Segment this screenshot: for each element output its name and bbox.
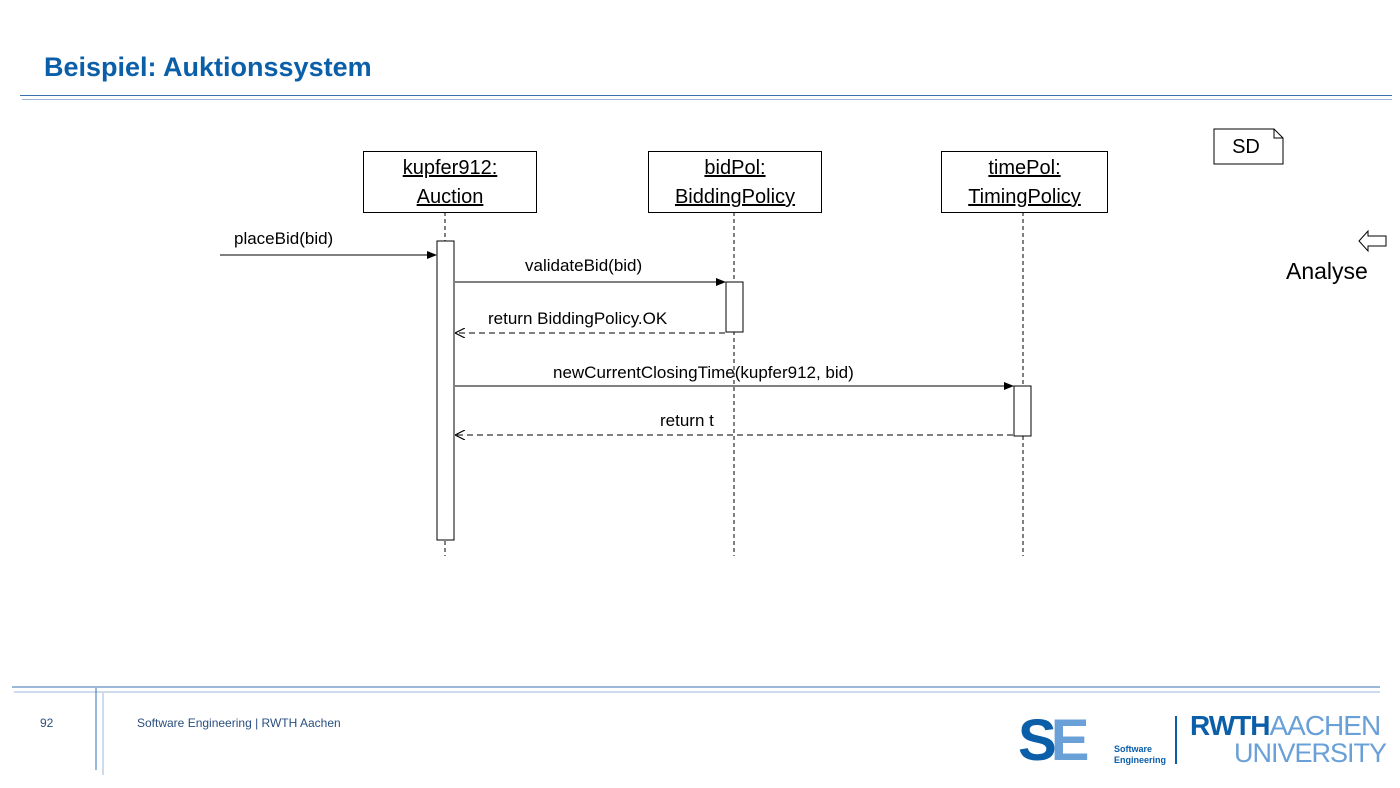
rwth-logo-part2: AACHEN <box>1269 710 1381 741</box>
title-rule-secondary <box>22 99 1392 100</box>
rwth-logo-university: UNIVERSITY <box>1234 738 1387 768</box>
activation-auction <box>436 240 455 541</box>
se-logo-sub-2: Engineering <box>1114 755 1167 765</box>
se-logo-subtitle: Software Engineering <box>1114 744 1166 766</box>
message-place-bid: placeBid(bid) <box>234 229 334 248</box>
se-logo-sub-1: Software <box>1114 744 1153 754</box>
rwth-logo-part1: RWTH <box>1190 710 1270 741</box>
title-rule <box>20 95 1392 96</box>
lifeline-bidding-policy-class: BiddingPolicy <box>674 186 796 208</box>
rwth-logo: RWTHAACHEN <box>1190 710 1381 741</box>
lifeline-timing-policy-class: TimingPolicy <box>968 186 1081 208</box>
sd-tag-shape <box>1213 128 1284 165</box>
lifeline-head-bidding-policy: bidPol: BiddingPolicy <box>648 151 822 213</box>
se-logo: SE <box>1018 712 1089 770</box>
se-logo-letters: SE <box>1018 708 1089 773</box>
message-return-ok: return BiddingPolicy.OK <box>488 309 668 328</box>
page-number: 92 <box>40 716 54 730</box>
footer-text: Software Engineering | RWTH Aachen <box>137 716 341 730</box>
activation-bidding-policy <box>725 281 744 333</box>
lifeline-auction-class: Auction <box>416 186 484 208</box>
slide-title: Beispiel: Auktionssystem <box>44 52 372 82</box>
activation-timing-policy <box>1013 385 1032 437</box>
phase-label: Analyse <box>1286 258 1368 284</box>
lifeline-head-timing-policy: timePol: TimingPolicy <box>941 151 1108 213</box>
lifeline-auction-object: kupfer912: <box>402 157 498 179</box>
logo-divider <box>1175 716 1177 764</box>
message-validate-bid: validateBid(bid) <box>525 256 643 275</box>
lifeline-head-auction: kupfer912: Auction <box>363 151 537 213</box>
lifeline-timing-policy-object: timePol: <box>988 157 1061 179</box>
phase-arrow-icon <box>1358 229 1387 253</box>
sd-frame-label: SD <box>1232 136 1260 158</box>
message-return-t: return t <box>660 411 714 430</box>
lifeline-bidding-policy-object: bidPol: <box>704 157 766 179</box>
message-new-closing-time: newCurrentClosingTime(kupfer912, bid) <box>553 363 854 382</box>
